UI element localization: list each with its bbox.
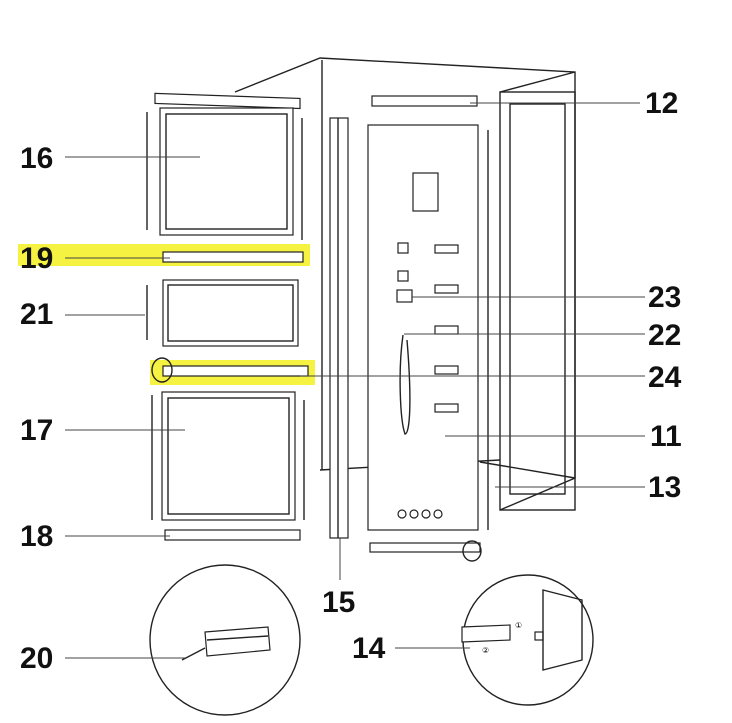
- marker-1: ①: [515, 621, 522, 630]
- callout-16: 16: [20, 142, 53, 175]
- callout-14: 14: [352, 632, 386, 665]
- leader-lines: [65, 102, 645, 659]
- callout-19: 19: [20, 242, 53, 275]
- callout-22: 22: [648, 319, 681, 352]
- callout-24: 24: [648, 361, 682, 394]
- shower-column-panel: [367, 95, 489, 562]
- callout-18: 18: [20, 520, 53, 553]
- callout-21: 21: [20, 298, 53, 331]
- callout-23: 23: [648, 281, 681, 314]
- callout-11: 11: [650, 420, 682, 453]
- left-glass-panels: [146, 92, 309, 541]
- callout-17: 17: [20, 414, 53, 447]
- detail-circle-20: [149, 564, 301, 716]
- callout-13: 13: [648, 471, 681, 504]
- door-profile: [329, 117, 349, 539]
- marker-2: ②: [482, 646, 489, 655]
- callout-20: 20: [20, 642, 53, 675]
- callout-15: 15: [322, 586, 355, 619]
- callout-12: 12: [645, 87, 678, 120]
- detail-circle-14: ① ②: [461, 574, 594, 706]
